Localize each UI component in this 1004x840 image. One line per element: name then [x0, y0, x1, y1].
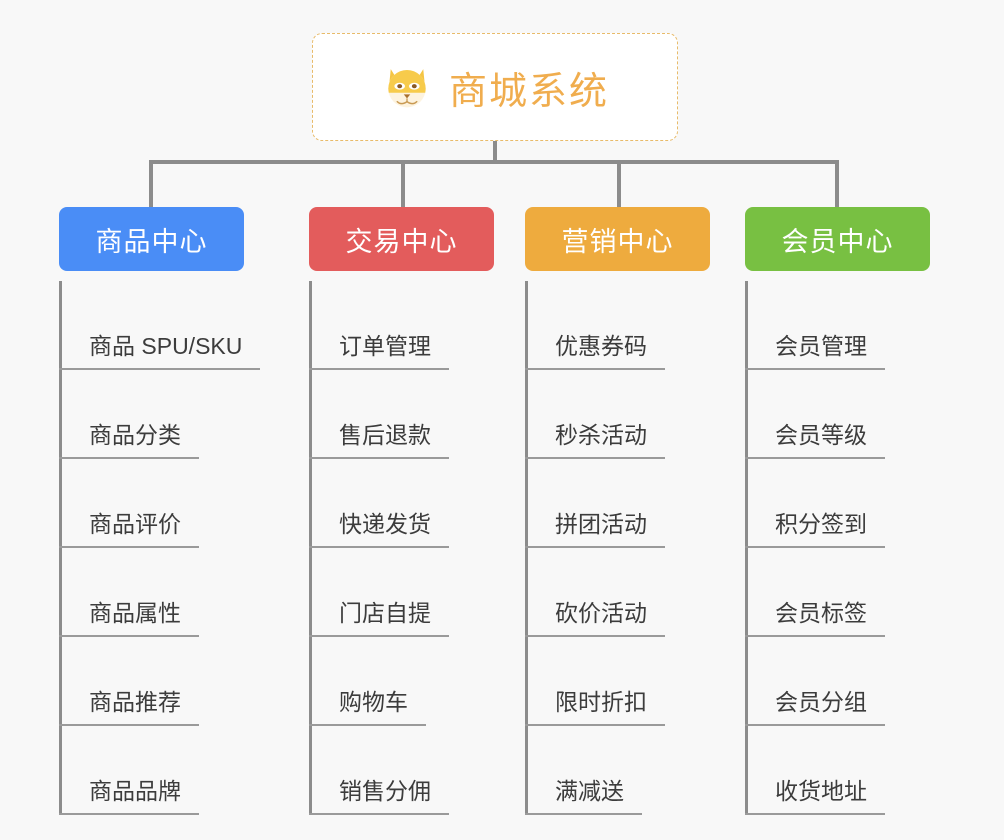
list-item[interactable]: 会员等级	[745, 370, 930, 459]
leaf-label: 销售分佣	[309, 772, 449, 815]
leaf-label: 商品推荐	[59, 683, 199, 726]
category-header-label: 交易中心	[345, 226, 458, 257]
leaf-label: 售后退款	[309, 416, 449, 459]
list-item[interactable]: 商品 SPU/SKU	[59, 281, 261, 370]
leaf-label: 订单管理	[309, 327, 449, 370]
list-item[interactable]: 商品分类	[59, 370, 244, 459]
list-item[interactable]: 门店自提	[309, 548, 494, 637]
category-header-member[interactable]: 会员中心	[745, 207, 930, 271]
category-column-trade: 交易中心 订单管理 售后退款 快递发货 门店自提 购物车 销售分佣	[309, 207, 494, 815]
connector-drop-3	[617, 160, 621, 207]
list-item[interactable]: 砍价活动	[525, 548, 710, 637]
leaf-label: 快递发货	[309, 505, 449, 548]
connector-drop-4	[835, 160, 839, 207]
list-item[interactable]: 销售分佣	[309, 726, 494, 815]
category-header-product[interactable]: 商品中心	[59, 207, 244, 271]
list-item[interactable]: 秒杀活动	[525, 370, 710, 459]
leaf-label: 会员分组	[745, 683, 885, 726]
category-header-trade[interactable]: 交易中心	[309, 207, 494, 271]
leaf-label: 限时折扣	[525, 683, 665, 726]
connector-stem	[493, 141, 497, 162]
list-item[interactable]: 拼团活动	[525, 459, 710, 548]
list-item[interactable]: 会员管理	[745, 281, 930, 370]
list-item[interactable]: 订单管理	[309, 281, 494, 370]
leaf-label: 积分签到	[745, 505, 885, 548]
list-item[interactable]: 售后退款	[309, 370, 494, 459]
leaf-label: 会员管理	[745, 327, 885, 370]
leaf-label: 秒杀活动	[525, 416, 665, 459]
leaf-label: 满减送	[525, 772, 642, 815]
connector-bus	[149, 160, 839, 164]
dog-face-icon	[381, 61, 433, 113]
leaf-label: 收货地址	[745, 772, 885, 815]
root-node[interactable]: 商城系统	[312, 33, 678, 141]
list-item[interactable]: 满减送	[525, 726, 710, 815]
list-item[interactable]: 会员标签	[745, 548, 930, 637]
list-item[interactable]: 购物车	[309, 637, 494, 726]
leaf-label: 会员等级	[745, 416, 885, 459]
category-header-label: 会员中心	[781, 226, 894, 257]
list-item[interactable]: 收货地址	[745, 726, 930, 815]
leaf-label: 优惠券码	[525, 327, 665, 370]
leaf-label: 商品品牌	[59, 772, 199, 815]
list-item[interactable]: 限时折扣	[525, 637, 710, 726]
category-header-label: 商品中心	[95, 226, 208, 257]
list-item[interactable]: 商品推荐	[59, 637, 244, 726]
leaf-label: 拼团活动	[525, 505, 665, 548]
list-item[interactable]: 商品品牌	[59, 726, 244, 815]
category-column-product: 商品中心 商品 SPU/SKU 商品分类 商品评价 商品属性 商品推荐 商品品牌	[59, 207, 261, 815]
list-item[interactable]: 优惠券码	[525, 281, 710, 370]
leaf-list: 商品 SPU/SKU 商品分类 商品评价 商品属性 商品推荐 商品品牌	[59, 281, 261, 815]
connector-drop-2	[401, 160, 405, 207]
leaf-list: 优惠券码 秒杀活动 拼团活动 砍价活动 限时折扣 满减送	[525, 281, 710, 815]
list-item[interactable]: 商品评价	[59, 459, 244, 548]
leaf-label: 砍价活动	[525, 594, 665, 637]
leaf-label: 门店自提	[309, 594, 449, 637]
root-title: 商城系统	[448, 70, 609, 113]
list-item[interactable]: 商品属性	[59, 548, 244, 637]
leaf-list: 会员管理 会员等级 积分签到 会员标签 会员分组 收货地址	[745, 281, 930, 815]
category-column-member: 会员中心 会员管理 会员等级 积分签到 会员标签 会员分组 收货地址	[745, 207, 930, 815]
category-header-marketing[interactable]: 营销中心	[525, 207, 710, 271]
leaf-list: 订单管理 售后退款 快递发货 门店自提 购物车 销售分佣	[309, 281, 494, 815]
list-item[interactable]: 快递发货	[309, 459, 494, 548]
leaf-label: 商品分类	[59, 416, 199, 459]
list-item[interactable]: 积分签到	[745, 459, 930, 548]
leaf-label: 商品 SPU/SKU	[59, 327, 261, 370]
leaf-label: 商品属性	[59, 594, 199, 637]
leaf-label: 商品评价	[59, 505, 199, 548]
list-item[interactable]: 会员分组	[745, 637, 930, 726]
leaf-label: 会员标签	[745, 594, 885, 637]
category-header-label: 营销中心	[561, 226, 674, 257]
connector-drop-1	[149, 160, 153, 207]
category-column-marketing: 营销中心 优惠券码 秒杀活动 拼团活动 砍价活动 限时折扣 满减送	[525, 207, 710, 815]
leaf-label: 购物车	[309, 683, 426, 726]
